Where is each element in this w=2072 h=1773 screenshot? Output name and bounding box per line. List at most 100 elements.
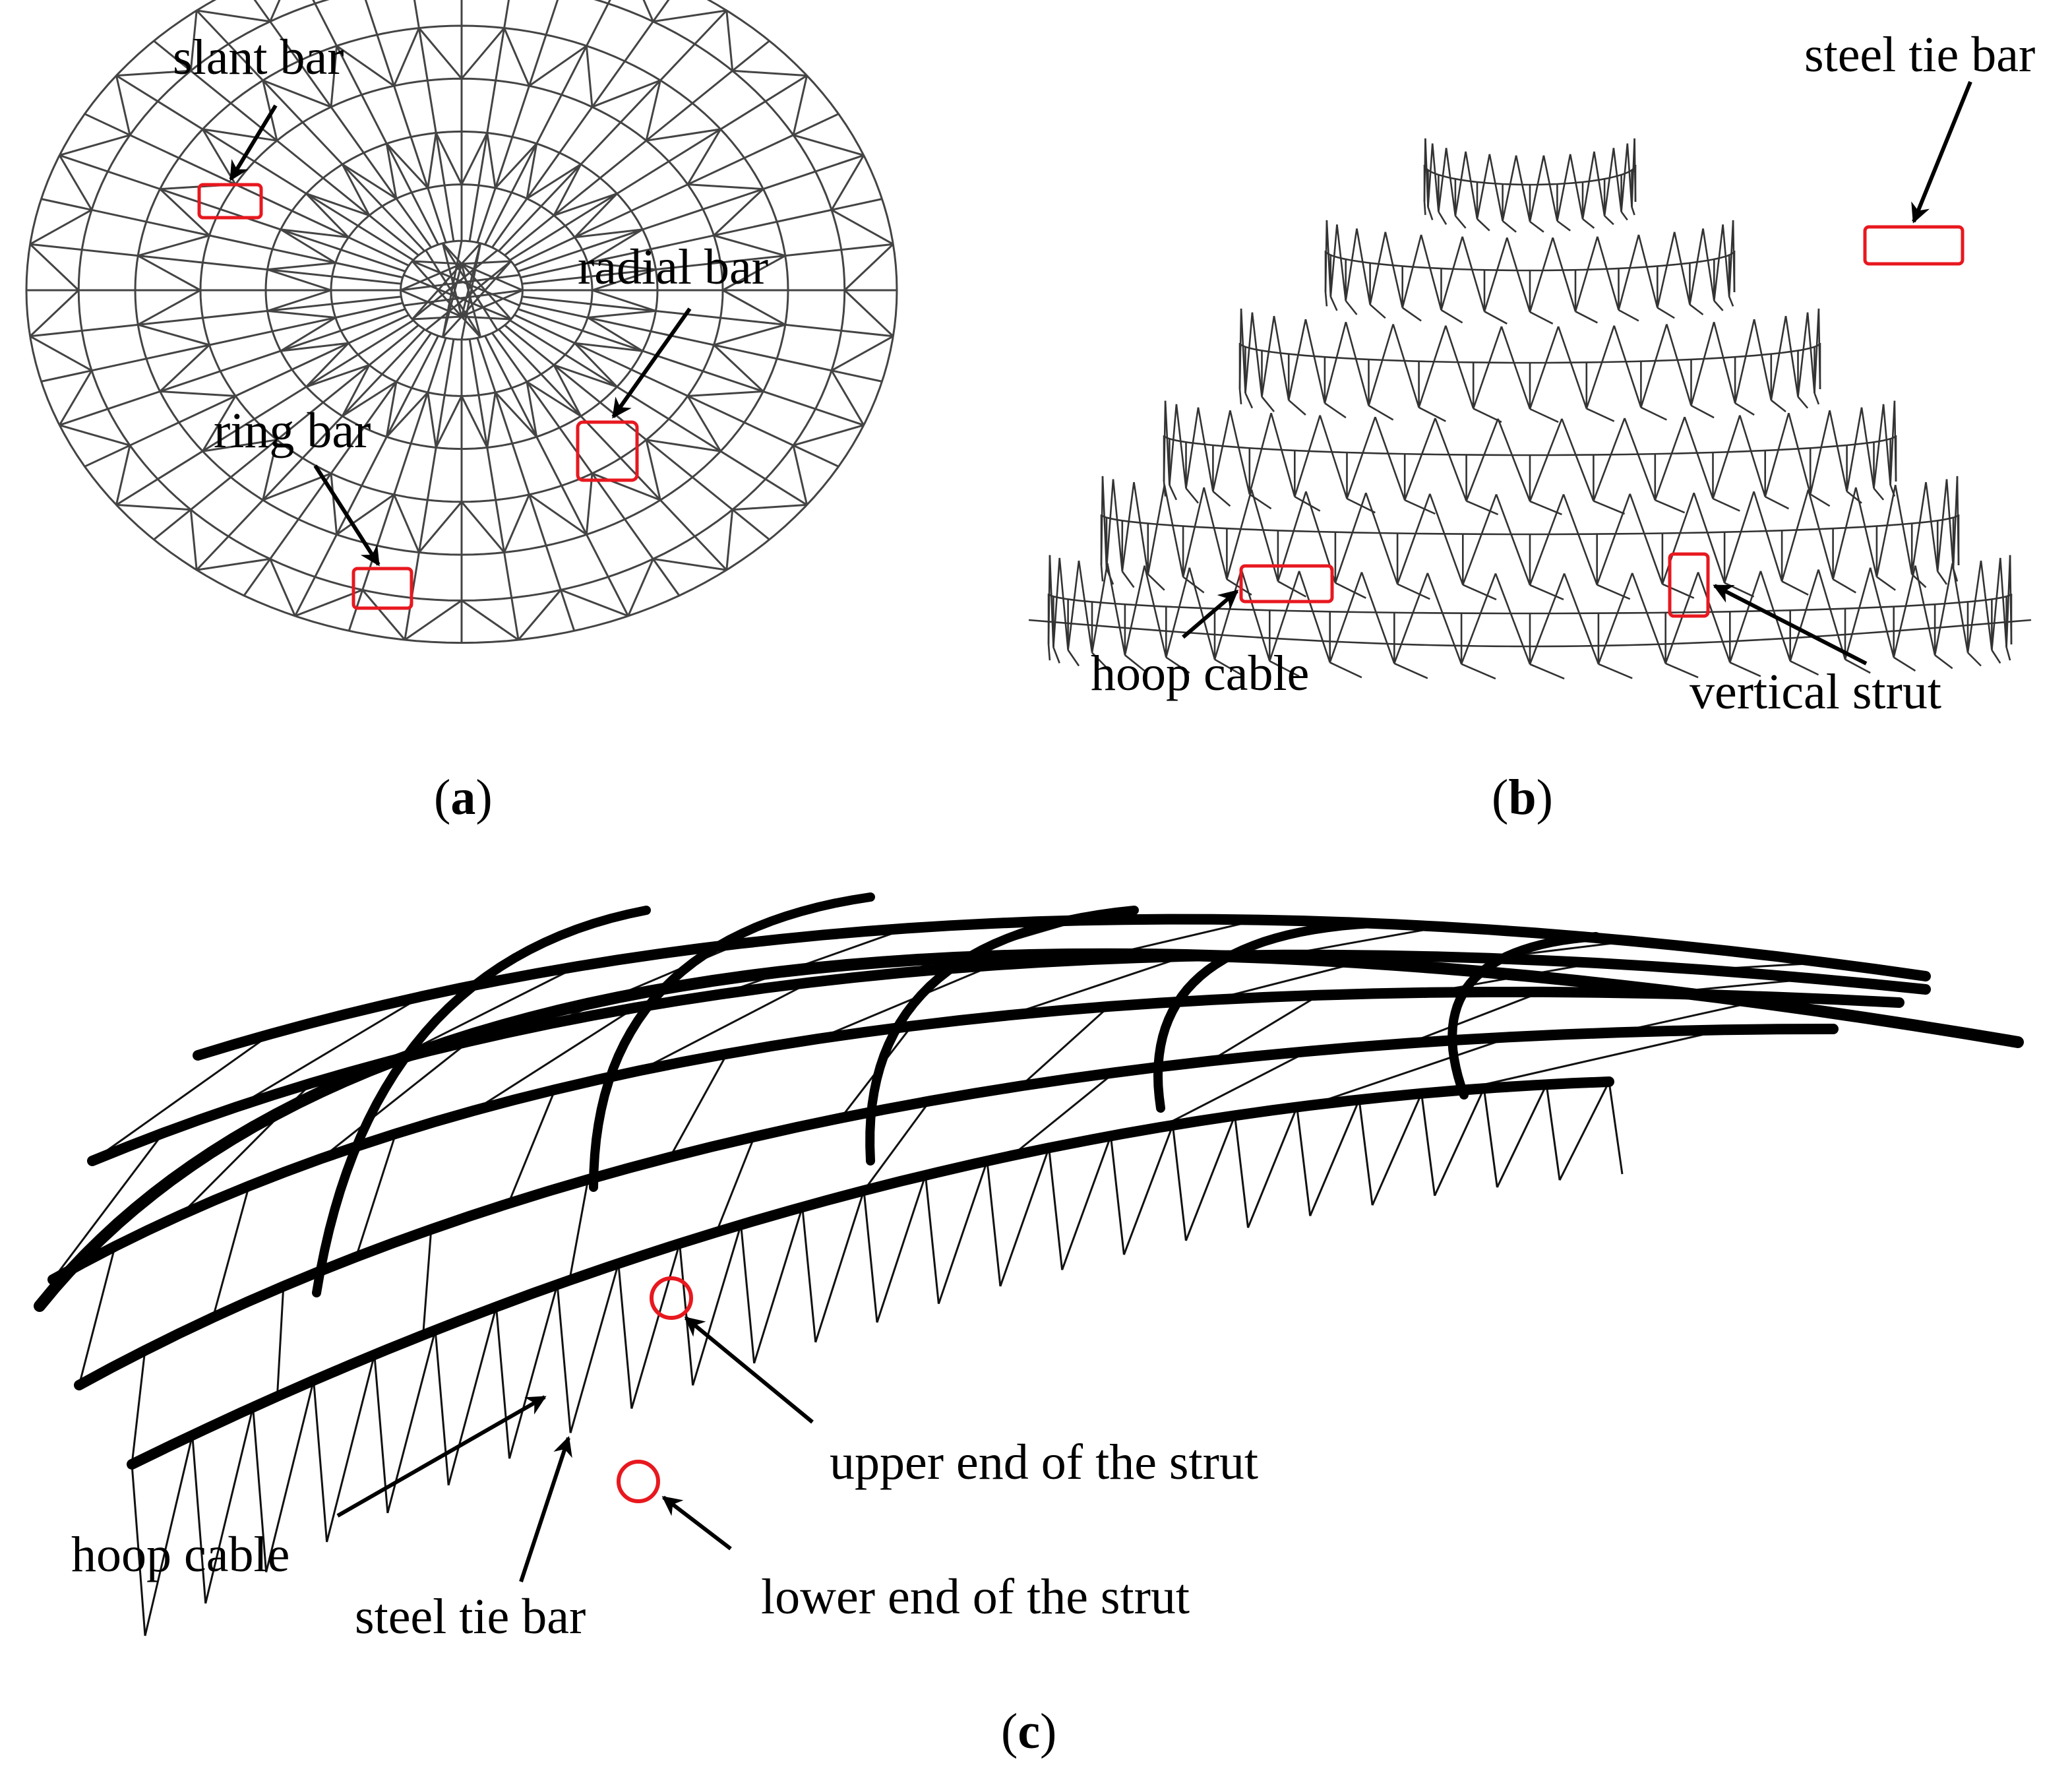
structure-member [30,296,402,338]
structure-member [1401,307,1422,322]
structure-member [1124,565,1145,656]
structure-member [517,154,865,272]
structure-member [1240,569,1271,662]
structure-member [843,243,894,292]
structure-member [863,1100,931,1191]
structure-member [1797,312,1809,397]
structure-member [87,949,1931,1166]
structure-member [131,1464,146,1636]
structure-member [1203,487,1228,580]
structure-member [1397,583,1430,600]
structure-member [400,263,462,292]
structure-member [1712,497,1740,512]
structure-member [1298,571,1331,663]
structure-member [59,154,406,272]
structure-member [1346,416,1376,499]
structure-member [526,143,538,199]
structure-member [400,274,520,292]
structure-member [1445,148,1457,216]
structure-member [1712,415,1741,499]
structure-member [267,309,336,319]
structure-member [1581,151,1595,220]
structure-member [638,981,810,1072]
structure-member [1586,408,1615,422]
structure-member [1147,573,1165,591]
radial-bar-arrow [611,307,692,419]
structure-member [29,243,80,292]
structure-member [1345,300,1358,315]
structure-member [1664,572,1699,664]
structure-member [1729,571,1762,663]
structure-member [1557,326,1588,409]
structure-member [1620,143,1629,212]
structure-member [1620,211,1628,221]
structure-member [1438,211,1447,225]
structure-member [587,228,644,264]
ring-bar-label: ring bar [214,403,371,458]
structure-member [400,239,524,341]
structure-member [144,1435,194,1636]
structure-member [1495,493,1531,586]
structure-member [252,1407,268,1572]
structure-member [1309,1099,1360,1216]
structure-member [630,1243,681,1410]
structure-member [1666,324,1692,406]
structure-member [1061,1135,1112,1270]
structure-member [1662,583,1695,599]
structure-member [341,364,371,417]
structure-member [1713,300,1724,311]
structure-member [460,261,512,317]
structure-member [585,46,594,108]
structure-member [393,27,420,86]
structure-member [1052,557,1060,648]
structure-member [1269,660,1300,677]
structure-member [484,0,611,245]
structure-member [1371,1093,1422,1206]
structure-member [418,501,463,553]
structure-member [196,328,425,571]
structure-member [34,948,2024,1312]
structure-member [1329,662,1362,679]
structure-member [732,69,807,77]
structure-member [520,198,882,279]
structure-member [793,134,865,156]
structure-member [460,501,505,553]
structure-member [476,0,559,243]
structure-member [1934,563,1953,656]
structure-member [1058,557,1069,650]
structure-member [504,40,770,257]
structure-member [1473,408,1502,423]
structure-member [1163,400,1167,482]
structure-member [526,163,582,200]
structure-member [1143,565,1167,658]
structure-member [265,1380,315,1572]
structure-member [1529,311,1554,325]
structure-member [588,309,656,319]
structure-member [460,242,481,265]
structure-member [1226,578,1252,596]
structure-member [1832,578,1856,594]
structure-member [336,493,395,536]
structure-member [386,1330,437,1514]
structure-member [669,1053,728,1158]
structure-member [1529,493,1565,586]
structure-member [1925,482,1939,572]
structure-member [1500,326,1531,410]
structure-member [1889,400,1896,485]
structure-member [361,589,406,640]
structure-member [1175,404,1187,489]
structure-member [1612,148,1622,212]
structure-member [1869,567,1895,658]
structure-member [830,154,865,210]
structure-member [1360,572,1395,664]
structure-member [29,289,80,337]
structure-member [498,9,727,252]
structure-member [1911,573,1927,588]
structure-member [495,1307,510,1459]
steel-tie-bar-label-b: steel tie bar [1804,27,2035,82]
structure-member [1728,296,1734,307]
radial-bar-marker [576,420,639,482]
structure-member [1393,662,1428,679]
structure-member [486,133,497,189]
structure-member [1529,408,1559,423]
